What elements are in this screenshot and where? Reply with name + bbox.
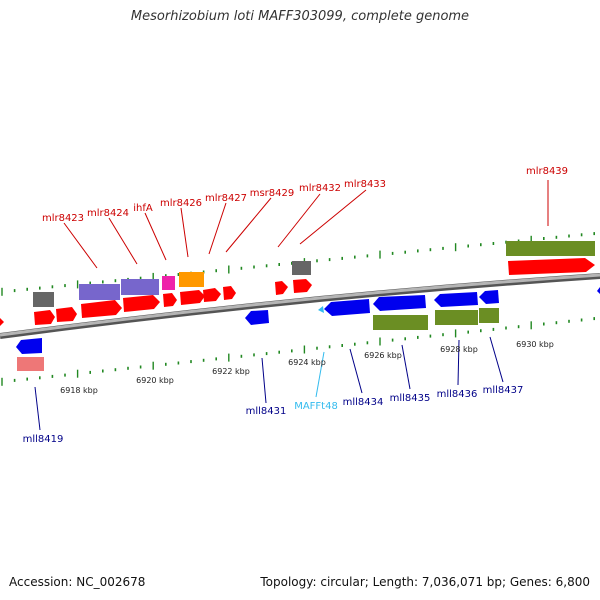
- feature-pink[interactable]: [17, 357, 44, 371]
- features-upper: [33, 241, 595, 307]
- feature-magenta[interactable]: [162, 276, 175, 290]
- label-mll8431[interactable]: mll8431: [246, 406, 287, 417]
- label-mll8435[interactable]: mll8435: [390, 393, 431, 404]
- feature-gray-1[interactable]: [33, 292, 54, 307]
- cds-reverse-6[interactable]: [479, 290, 499, 304]
- genome-title: Mesorhizobium loti MAFF303099, complete …: [130, 9, 470, 24]
- label-mlr8427[interactable]: mlr8427: [205, 193, 247, 204]
- top-labels: mlr8423 mlr8424 ihfA mlr8426 mlr8427 msr…: [42, 166, 568, 224]
- cds-reverse-4[interactable]: [373, 295, 426, 311]
- scale-label-6918: 6918 kbp: [60, 386, 98, 395]
- feature-green-top[interactable]: [506, 241, 595, 256]
- genome-summary-text: Topology: circular; Length: 7,036,071 bp…: [260, 575, 590, 589]
- cds-reverse-2[interactable]: [245, 310, 269, 325]
- cds-forward-2[interactable]: [34, 310, 55, 325]
- cds-forward-9[interactable]: [223, 286, 236, 300]
- label-mlr8423[interactable]: mlr8423: [42, 213, 84, 224]
- label-mafft48[interactable]: MAFFt48: [294, 401, 338, 412]
- cds-forward-5[interactable]: [123, 295, 160, 312]
- cds-forward-6[interactable]: [163, 293, 177, 307]
- label-mlr8433[interactable]: mlr8433: [344, 179, 386, 190]
- accession-text: Accession: NC_002678: [9, 575, 146, 589]
- label-mlr8424[interactable]: mlr8424: [87, 208, 129, 219]
- feature-gray-2[interactable]: [292, 261, 311, 275]
- label-msr8429[interactable]: msr8429: [250, 188, 295, 199]
- label-leaders: [34, 180, 549, 431]
- scale-label-6924: 6924 kbp: [288, 358, 326, 367]
- label-mll8437[interactable]: mll8437: [483, 385, 524, 396]
- bottom-labels: mll8419 mll8431 MAFFt48 mll8434 mll8435 …: [23, 385, 524, 445]
- label-mll8419[interactable]: mll8419: [23, 434, 64, 445]
- feature-green-3[interactable]: [479, 308, 499, 323]
- features-reverse: [16, 287, 600, 354]
- scale-label-6920: 6920 kbp: [136, 376, 174, 385]
- scale-label-6928: 6928 kbp: [440, 345, 478, 354]
- scale-label-6922: 6922 kbp: [212, 367, 250, 376]
- cds-forward-8[interactable]: [203, 288, 221, 302]
- cds-reverse-5[interactable]: [434, 292, 478, 307]
- cds-forward-11[interactable]: [293, 279, 312, 293]
- feature-orange[interactable]: [179, 272, 204, 287]
- feature-purple-2[interactable]: [121, 279, 159, 295]
- label-ihfa[interactable]: ihfA: [133, 203, 153, 214]
- cds-reverse-3[interactable]: [324, 299, 370, 316]
- cds-reverse-7[interactable]: [597, 287, 600, 294]
- cds-forward-4[interactable]: [81, 300, 122, 318]
- scale-label-6930: 6930 kbp: [516, 340, 554, 349]
- feature-green-2[interactable]: [435, 310, 478, 325]
- cds-forward-1[interactable]: [0, 318, 4, 326]
- cds-forward-7[interactable]: [180, 290, 205, 305]
- cds-forward-10[interactable]: [275, 281, 288, 295]
- label-mlr8426[interactable]: mlr8426: [160, 198, 202, 209]
- genome-backbone-highlight: [0, 273, 600, 337]
- label-mlr8439[interactable]: mlr8439: [526, 166, 568, 177]
- features-forward: [0, 258, 595, 326]
- feature-green-1[interactable]: [373, 315, 428, 330]
- feature-purple-1[interactable]: [79, 284, 120, 300]
- label-mll8436[interactable]: mll8436: [437, 389, 478, 400]
- cds-forward-12[interactable]: [508, 258, 595, 275]
- scale-labels: 6918 kbp 6920 kbp 6922 kbp 6924 kbp 6926…: [60, 340, 554, 395]
- features-lower: [17, 308, 499, 371]
- trna-marker[interactable]: [318, 306, 324, 313]
- cds-reverse-1[interactable]: [16, 338, 42, 354]
- cds-forward-3[interactable]: [56, 307, 77, 322]
- label-mlr8432[interactable]: mlr8432: [299, 183, 341, 194]
- scale-label-6926: 6926 kbp: [364, 351, 402, 360]
- label-mll8434[interactable]: mll8434: [343, 397, 384, 408]
